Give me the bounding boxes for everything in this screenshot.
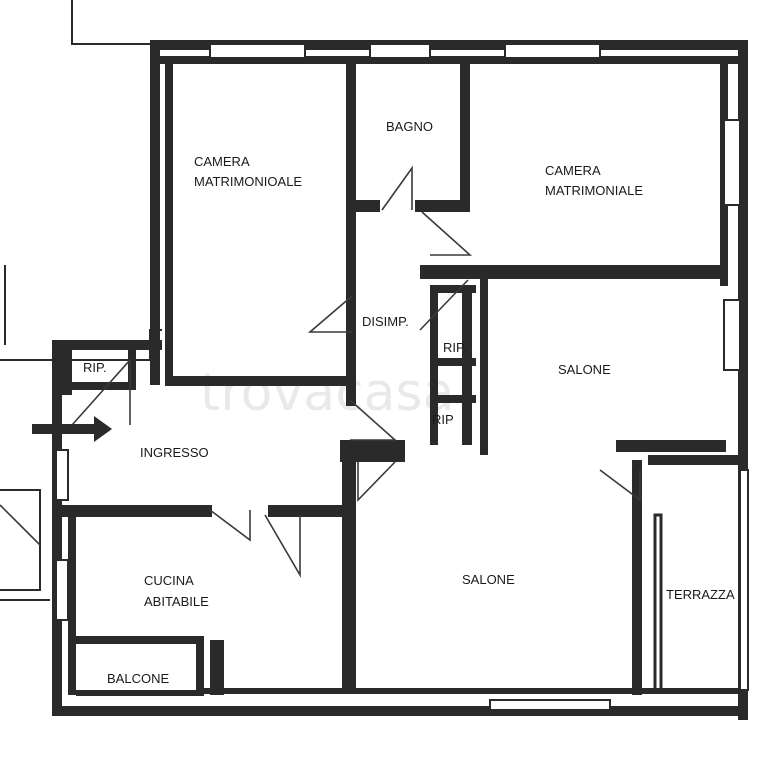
- entrance-arrow: [32, 416, 112, 442]
- room-label-disimp: DISIMP.: [362, 314, 409, 329]
- room-label-ingresso: INGRESSO: [140, 445, 209, 460]
- room-label-rip-3: RIP: [432, 412, 454, 427]
- windows: [55, 43, 749, 711]
- room-label-camera-2-line2: MATRIMONIALE: [545, 183, 643, 198]
- room-label-camera-1-line1: CAMERA: [194, 154, 250, 169]
- room-label-balcone: BALCONE: [107, 671, 169, 686]
- inner-walls: [62, 56, 742, 696]
- room-label-rip-2: RIP.: [83, 360, 107, 375]
- room-label-camera-2-line1: CAMERA: [545, 163, 601, 178]
- room-label-cucina-line1: CUCINA: [144, 573, 194, 588]
- room-label-terrazza: TERRAZZA: [666, 587, 735, 602]
- room-label-salone-2: SALONE: [462, 572, 515, 587]
- room-label-cucina-line2: ABITABILE: [144, 594, 209, 609]
- room-label-bagno: BAGNO: [386, 119, 433, 134]
- room-labels: CAMERA MATRIMONIOALE BAGNO CAMERA MATRIM…: [83, 119, 735, 686]
- room-label-camera-1-line2: MATRIMONIOALE: [194, 174, 302, 189]
- watermark-logo: trovacasa: [200, 363, 455, 423]
- door-swings: [0, 165, 641, 578]
- room-label-salone-1: SALONE: [558, 362, 611, 377]
- room-label-rip-1: RIP.: [443, 340, 467, 355]
